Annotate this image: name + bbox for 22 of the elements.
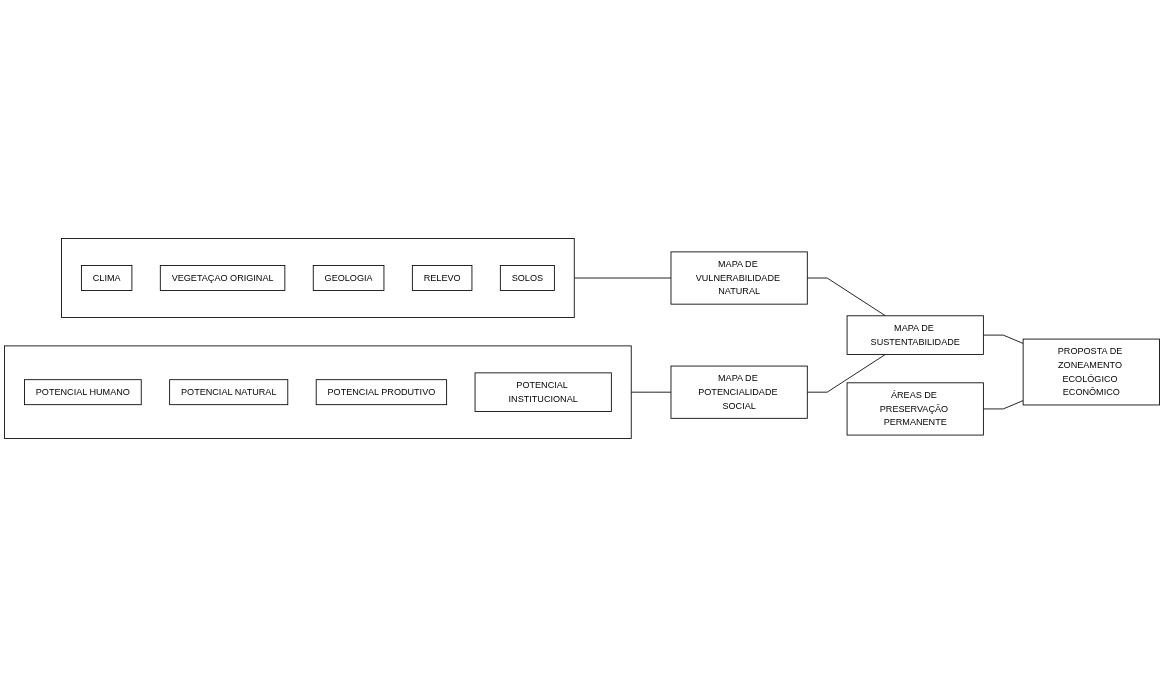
node-box: POTENCIAL HUMANO [24,379,142,406]
node-box: MAPA DE VULNERABILIDADE NATURAL [670,251,808,305]
connector [630,391,672,393]
node-box: POTENCIAL PRODUTIVO [315,379,448,406]
connector [982,334,1024,344]
cluster [4,345,632,439]
node-box: POTENCIAL NATURAL [169,379,289,406]
node-box: GEOLOGIA [312,265,385,291]
connector [982,400,1024,410]
node-box: POTENCIAL INSTITUCIONAL [474,372,612,412]
connector [806,353,886,393]
node-box: VEGETAÇAO ORIGINAL [159,265,286,291]
connector [806,277,886,317]
node-box: SOLOS [499,265,555,291]
node-box: PROPOSTA DE ZONEAMENTO ECOLÓGICO ECONÔMICO [1022,338,1160,406]
node-box: RELEVO [411,265,473,291]
node-box: MAPA DE POTENCIALIDADE SOCIAL [670,365,808,419]
cluster [61,238,575,318]
connector [573,277,672,279]
node-box: MAPA DE SUSTENTABILIDADE [846,315,984,355]
node-box: ÁREAS DE PRESERVAÇÃO PERMANENTE [846,382,984,436]
node-box: CLIMA [80,265,133,291]
